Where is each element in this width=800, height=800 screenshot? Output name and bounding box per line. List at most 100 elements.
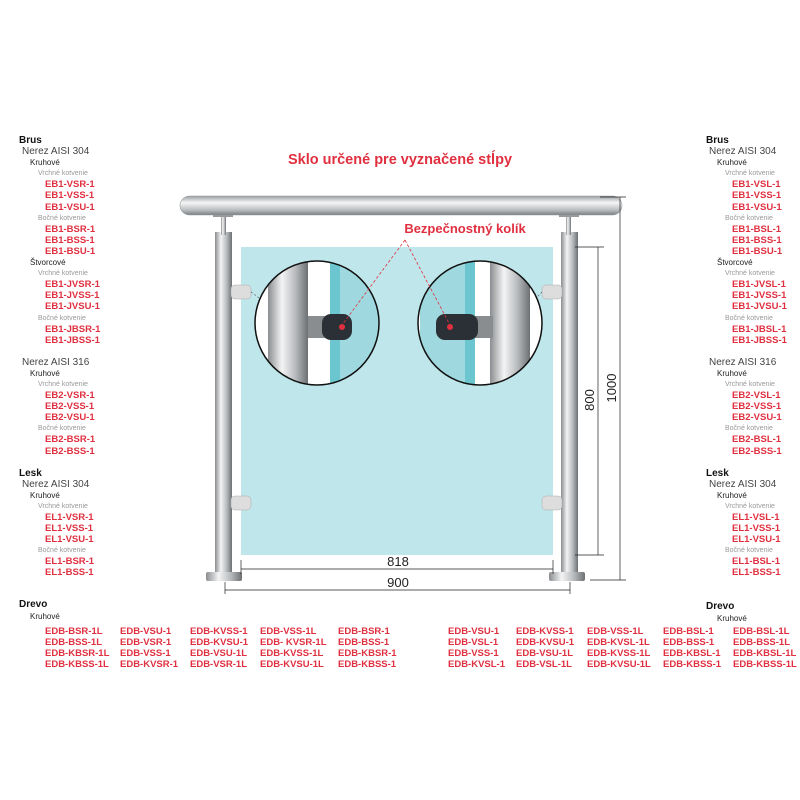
product-code: EB1-BSR-1 [45, 223, 96, 235]
right-post-connector [566, 213, 571, 235]
category-label: Vrchné kotvenie [38, 170, 88, 178]
product-code: EDB-BSS-1L [733, 637, 791, 648]
product-code: EB1-VSU-1 [45, 201, 95, 213]
callout-line-left [341, 239, 406, 326]
product-code: EB2-VSU-1 [45, 412, 95, 424]
product-code: EB1-JBSS-1 [732, 334, 787, 346]
product-code: EDB-KVSU-1 [516, 637, 575, 648]
category-label: Nerez AISI 304 [22, 146, 90, 158]
product-code: EDB- KVSR-1L [260, 637, 327, 648]
product-code: EDB-KVSL-1 [448, 659, 506, 670]
product-code: EB2-VSL-1 [732, 390, 781, 402]
product-code: EB2-VSS-1 [45, 401, 95, 413]
product-code: EDB-VSR-1 [120, 637, 172, 648]
category-label: Kruhové [717, 158, 747, 168]
product-code: EB1-JBSS-1 [45, 334, 100, 346]
product-code: EB1-BSS-1 [45, 234, 95, 246]
glass-clamp [230, 495, 252, 511]
right-base [549, 572, 585, 581]
category-label: Bočné kotvenie [38, 314, 86, 322]
category-label: Kruhové [30, 368, 60, 378]
product-code: EDB-KVSR-1 [120, 659, 179, 670]
category-label: Nerez AISI 304 [22, 478, 90, 490]
product-code: EB2-VSS-1 [732, 401, 782, 413]
category-label: Lesk [19, 467, 42, 479]
product-code: EDB-VSL-1L [516, 659, 572, 670]
spacer [19, 346, 129, 357]
product-code: EDB-KVSS-1 [190, 626, 248, 637]
product-code: EB2-BSL-1 [732, 434, 782, 446]
product-code: EDB-BSR-1L [45, 626, 103, 637]
left-post [215, 232, 232, 574]
product-code: EDB-VSR-1L [190, 659, 248, 670]
product-code: EB2-BSR-1 [45, 434, 96, 446]
glass-clamp [541, 284, 563, 300]
product-code: EDB-BSS-1L [45, 637, 103, 648]
dimension-lines [224, 196, 626, 594]
category-label: Nerez AISI 304 [709, 478, 777, 490]
category-label: Bočné kotvenie [38, 214, 86, 222]
glass-clamp [230, 284, 252, 300]
product-code: EDB-VSU-1L [516, 648, 574, 659]
product-code: EB1-BSU-1 [45, 245, 96, 257]
product-code: EB1-VSS-1 [732, 190, 782, 202]
product-code: EDB-BSL-1 [663, 626, 714, 637]
product-code: EL1-VSR-1 [45, 512, 94, 523]
product-code: EDB-VSS-1L [260, 626, 317, 637]
detail-right-border [417, 260, 543, 386]
glass-clamp [541, 495, 563, 511]
category-label: Bočné kotvenie [725, 425, 773, 433]
product-code: EB1-JBSL-1 [732, 323, 787, 335]
product-code: EB1-VSL-1 [732, 179, 781, 191]
product-code: EB1-JVSS-1 [45, 290, 100, 302]
dim-1000: 1000 [604, 374, 619, 403]
product-code: EB1-BSU-1 [732, 245, 783, 257]
product-code: EDB-KBSR-1 [338, 648, 397, 659]
left-base [206, 572, 242, 581]
product-code: EDB-VSS-1L [587, 626, 644, 637]
category-label: Vrchné kotvenie [725, 170, 775, 178]
product-code: EB1-VSS-1 [45, 190, 95, 202]
product-code: EB2-BSS-1 [732, 445, 782, 457]
category-label: Kruhové [30, 490, 60, 500]
category-label: Bočné kotvenie [38, 425, 86, 433]
right-post [561, 232, 578, 574]
product-code: EL1-VSU-1 [732, 534, 781, 546]
product-code: EDB-VSU-1L [190, 648, 248, 659]
category-label: Brus [19, 135, 42, 146]
product-code: EB1-VSU-1 [732, 201, 782, 213]
product-code: EL1-BSR-1 [45, 556, 95, 568]
detail-left-border [254, 260, 380, 386]
product-code: EB1-BSL-1 [732, 223, 782, 235]
category-label: Lesk [706, 467, 729, 479]
product-code: EDB-BSS-1 [338, 637, 390, 648]
product-code: EB1-JVSS-1 [732, 290, 787, 302]
product-code: EDB-BSL-1L [733, 626, 790, 637]
product-code: EB2-BSS-1 [45, 445, 95, 457]
category-label: Kruhové [30, 158, 60, 168]
product-code: EDB-KVSU-1L [587, 659, 651, 670]
product-code: EDB-KVSU-1L [260, 659, 324, 670]
product-code: EL1-VSU-1 [45, 534, 94, 546]
product-code: EL1-BSS-1 [45, 567, 94, 579]
product-code: EB2-VSR-1 [45, 390, 95, 402]
category-label: Vrchné kotvenie [38, 502, 88, 510]
product-code: EB1-JVSU-1 [732, 301, 787, 313]
dim-900: 900 [387, 575, 409, 590]
product-code: EDB-VSS-1 [120, 648, 171, 659]
product-code: EDB-KVSS-1 [516, 626, 574, 637]
category-label: Vrchné kotvenie [38, 270, 88, 278]
category-label: Vrchné kotvenie [725, 270, 775, 278]
category-label: Štvorcové [717, 258, 753, 268]
product-code: EL1-VSL-1 [732, 512, 780, 523]
product-code: EL1-BSL-1 [732, 556, 781, 568]
category-label: Brus [706, 135, 729, 146]
category-label: Vrchné kotvenie [725, 502, 775, 510]
